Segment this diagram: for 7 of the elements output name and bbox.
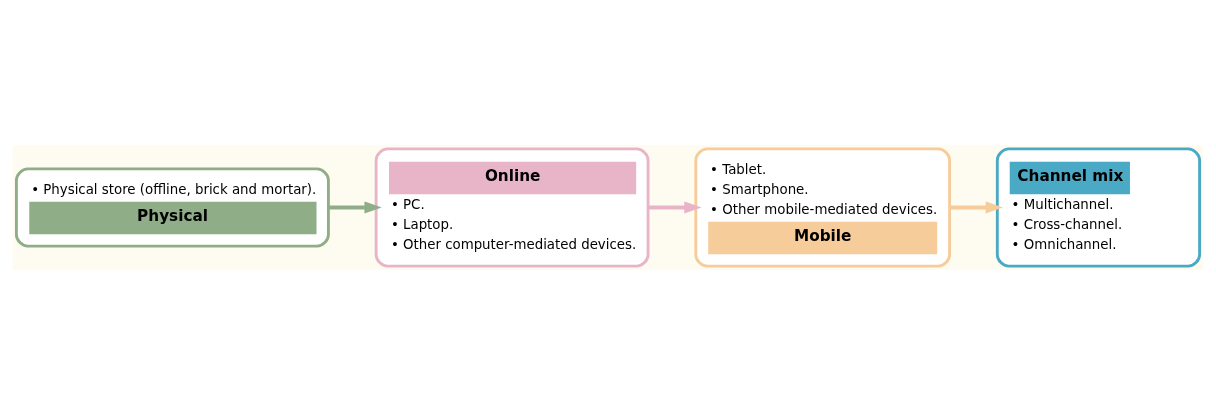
node-box: • Physical store (offline, brick and mortar). Physical (14, 167, 330, 248)
node-box: • Tablet. • Smartphone. • Other mobile-mediated devices. Mobile (694, 147, 952, 268)
node-box: Online • PC. • Laptop. • Other computer-mediated devices. (374, 147, 650, 268)
arrow (328, 201, 382, 214)
node-box: Channel mix • Multichannel. • Cross-channel. • Omnichannel. (995, 147, 1202, 268)
arrow (648, 201, 702, 214)
arrow (949, 201, 1003, 214)
